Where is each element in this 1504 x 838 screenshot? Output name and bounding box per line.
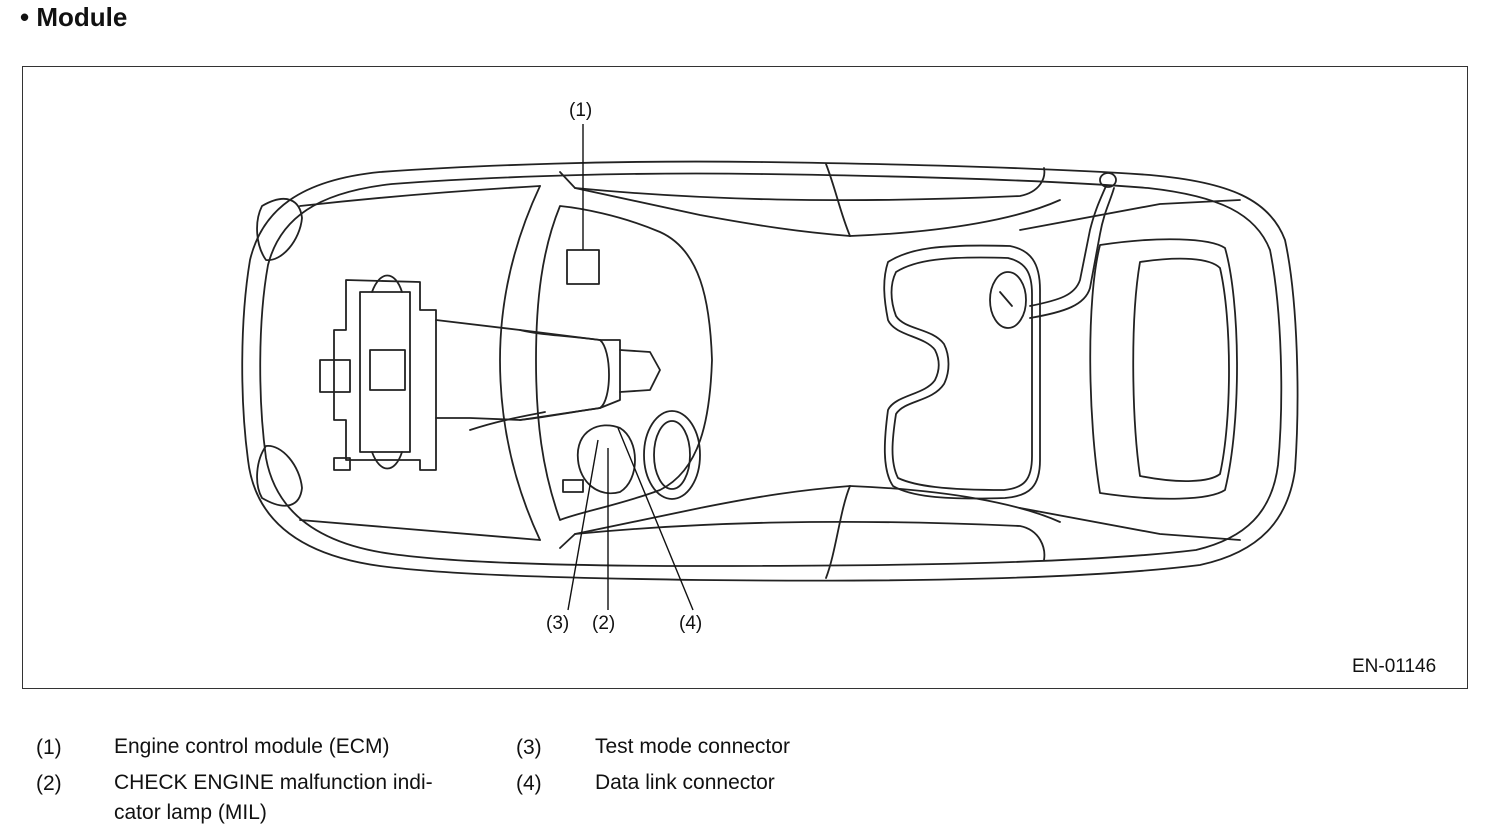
legend-num-3: (3) xyxy=(516,736,542,759)
legend-num-1: (1) xyxy=(36,736,62,759)
legend-text-2-cont: cator lamp (MIL) xyxy=(114,801,267,824)
legend-num-2: (2) xyxy=(36,772,62,795)
callout-4: (4) xyxy=(679,613,703,634)
callout-1: (1) xyxy=(569,100,593,121)
leader-line-3 xyxy=(567,439,599,611)
car-body-outline xyxy=(241,160,1299,582)
legend-text-1: Engine control module (ECM) xyxy=(114,735,390,758)
legend-num-4: (4) xyxy=(516,772,542,795)
callout-3: (3) xyxy=(546,613,570,634)
ecm-box xyxy=(566,249,600,285)
leader-line-4 xyxy=(617,427,694,611)
legend-text-4: Data link connector xyxy=(595,771,775,794)
transmission xyxy=(435,319,621,421)
figure-id: EN-01146 xyxy=(1352,656,1437,677)
figure-frame xyxy=(22,66,1468,689)
legend-text-3: Test mode connector xyxy=(595,735,790,758)
fuel-filler-pipe xyxy=(1029,185,1107,307)
fuel-tank xyxy=(883,244,1041,500)
steering-column xyxy=(577,424,636,495)
legend-text-2: CHECK ENGINE malfunction indi- xyxy=(114,771,433,794)
section-heading: • Module xyxy=(20,2,128,32)
windshield xyxy=(499,185,541,541)
callout-2: (2) xyxy=(592,613,616,634)
engine-block xyxy=(333,279,437,471)
